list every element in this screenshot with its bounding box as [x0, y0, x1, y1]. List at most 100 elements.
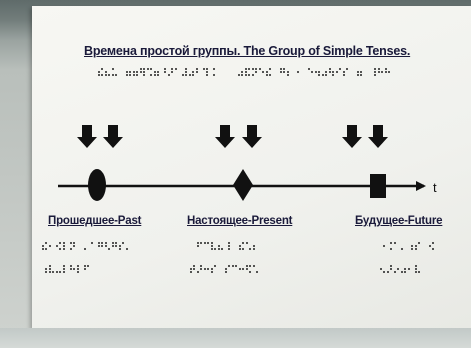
- braille-dot: [150, 74, 152, 76]
- braille-dot: [122, 242, 124, 244]
- braille-dot: [404, 271, 406, 273]
- braille-dot: [248, 68, 250, 70]
- braille-dot: [385, 71, 387, 73]
- braille-dot: [206, 68, 208, 70]
- down-arrow-icon: [103, 125, 123, 148]
- braille-dot: [200, 268, 202, 270]
- braille-dot: [157, 74, 159, 76]
- braille-dot: [228, 242, 230, 244]
- braille-dot: [70, 248, 72, 250]
- braille-dot: [119, 245, 121, 247]
- braille-dot: [397, 268, 399, 270]
- braille-dot: [228, 248, 230, 250]
- braille-dot: [287, 74, 289, 76]
- braille-dot: [207, 268, 209, 270]
- braille-dot: [45, 271, 47, 273]
- braille-dot: [346, 68, 348, 70]
- braille-dot: [108, 74, 110, 76]
- braille-dot: [238, 74, 240, 76]
- braille-dot: [49, 245, 51, 247]
- braille-dot: [84, 248, 86, 250]
- braille-dot: [411, 245, 413, 247]
- braille-dot: [325, 74, 327, 76]
- braille-dot: [189, 74, 191, 76]
- braille-dot: [287, 71, 289, 73]
- braille-dot: [390, 268, 392, 270]
- braille-dot: [101, 68, 103, 70]
- braille-dot: [418, 242, 420, 244]
- braille-dot: [394, 271, 396, 273]
- braille-dot: [101, 74, 103, 76]
- label-future: Будущее-Future: [355, 215, 443, 227]
- braille-dot: [322, 74, 324, 76]
- braille-dot: [197, 245, 199, 247]
- braille-dot: [360, 74, 362, 76]
- braille-dot: [45, 242, 47, 244]
- braille-dot: [108, 248, 110, 250]
- braille-dot: [175, 68, 177, 70]
- braille-dot: [415, 268, 417, 270]
- braille-dot: [112, 74, 114, 76]
- braille-dot: [171, 68, 173, 70]
- braille-dot: [249, 265, 251, 267]
- braille-dot: [63, 248, 65, 250]
- braille-dot: [249, 271, 251, 273]
- braille-dot: [129, 71, 131, 73]
- braille-dot: [221, 248, 223, 250]
- axis-end-label: t: [433, 180, 437, 195]
- braille-dot: [197, 242, 199, 244]
- braille-dot: [192, 71, 194, 73]
- braille-dot: [126, 248, 128, 250]
- braille-dot: [204, 268, 206, 270]
- braille-dot: [411, 248, 413, 250]
- label-present: Настоящее-Present: [187, 215, 293, 227]
- braille-dot: [311, 71, 313, 73]
- braille-dot: [255, 71, 257, 73]
- braille-dot: [283, 68, 285, 70]
- braille-dot: [239, 268, 241, 270]
- braille-dot: [140, 68, 142, 70]
- down-arrow-icon: [77, 125, 97, 148]
- braille-dot: [143, 71, 145, 73]
- braille-dot: [259, 68, 261, 70]
- braille-dot: [315, 71, 317, 73]
- braille-dot: [390, 248, 392, 250]
- braille-dot: [171, 71, 173, 73]
- braille-dot: [101, 242, 103, 244]
- braille-dot: [252, 68, 254, 70]
- braille-dot: [253, 265, 255, 267]
- braille-dot: [63, 271, 65, 273]
- braille-dot: [280, 68, 282, 70]
- braille-dot: [101, 245, 103, 247]
- braille-dot: [143, 68, 145, 70]
- braille-dot: [318, 71, 320, 73]
- braille-dot: [228, 265, 230, 267]
- braille-dot: [242, 242, 244, 244]
- braille-dot: [235, 265, 237, 267]
- braille-dot: [211, 245, 213, 247]
- braille-dot: [49, 265, 51, 267]
- braille-dot: [404, 268, 406, 270]
- braille-dot: [59, 248, 61, 250]
- braille-dot: [105, 71, 107, 73]
- braille-dot: [119, 248, 121, 250]
- braille-dot: [200, 242, 202, 244]
- braille-dot: [190, 271, 192, 273]
- braille-dot: [154, 71, 156, 73]
- braille-dot: [262, 71, 264, 73]
- page-title: Времена простой группы. The Group of Sim…: [84, 44, 411, 58]
- braille-dot: [432, 242, 434, 244]
- braille-dot: [241, 71, 243, 73]
- braille-dot: [374, 74, 376, 76]
- braille-dot: [415, 271, 417, 273]
- braille-dot: [77, 271, 79, 273]
- braille-dot: [388, 71, 390, 73]
- braille-dot: [115, 242, 117, 244]
- braille-dot: [115, 245, 117, 247]
- past-marker-ellipse: [88, 169, 106, 201]
- braille-dot: [325, 71, 327, 73]
- braille-dot: [112, 242, 114, 244]
- braille-dot: [408, 268, 410, 270]
- braille-dot: [182, 74, 184, 76]
- braille-dot: [383, 271, 385, 273]
